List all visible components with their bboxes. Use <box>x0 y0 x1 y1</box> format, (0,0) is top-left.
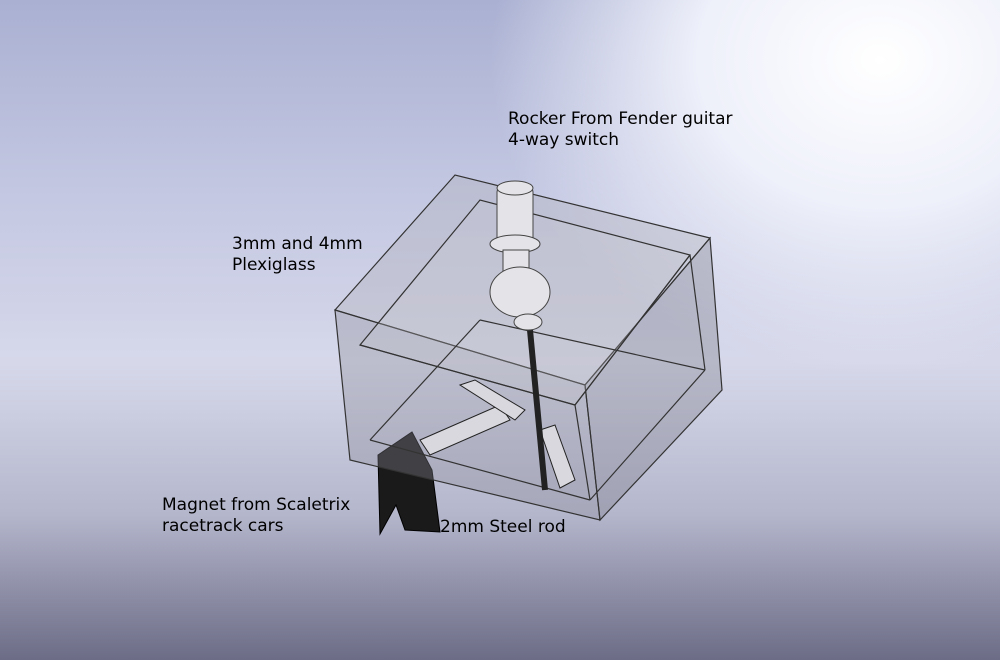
rocker-label-line1: Rocker From Fender guitar <box>508 109 733 129</box>
plexiglass-label-line2: Plexiglass <box>232 255 316 275</box>
rod-label: 2mm Steel rod <box>440 517 566 538</box>
rocker-knob <box>489 180 551 331</box>
magnet-label-line1: Magnet from Scaletrix <box>162 495 351 515</box>
slot-plate <box>419 379 576 489</box>
rod-label-line1: 2mm Steel rod <box>440 517 566 537</box>
steel-rod <box>527 329 548 491</box>
rocker-label-line2: 4-way switch <box>508 130 620 150</box>
magnet-label: Magnet from Scaletrix racetrack cars <box>162 495 350 537</box>
magnet <box>377 431 441 536</box>
rocker-label: Rocker From Fender guitar 4-way switch <box>508 109 733 151</box>
plexiglass-label-line1: 3mm and 4mm <box>232 234 363 254</box>
magnet-label-line2: racetrack cars <box>162 516 284 536</box>
plexiglass-label: 3mm and 4mm Plexiglass <box>232 234 363 276</box>
